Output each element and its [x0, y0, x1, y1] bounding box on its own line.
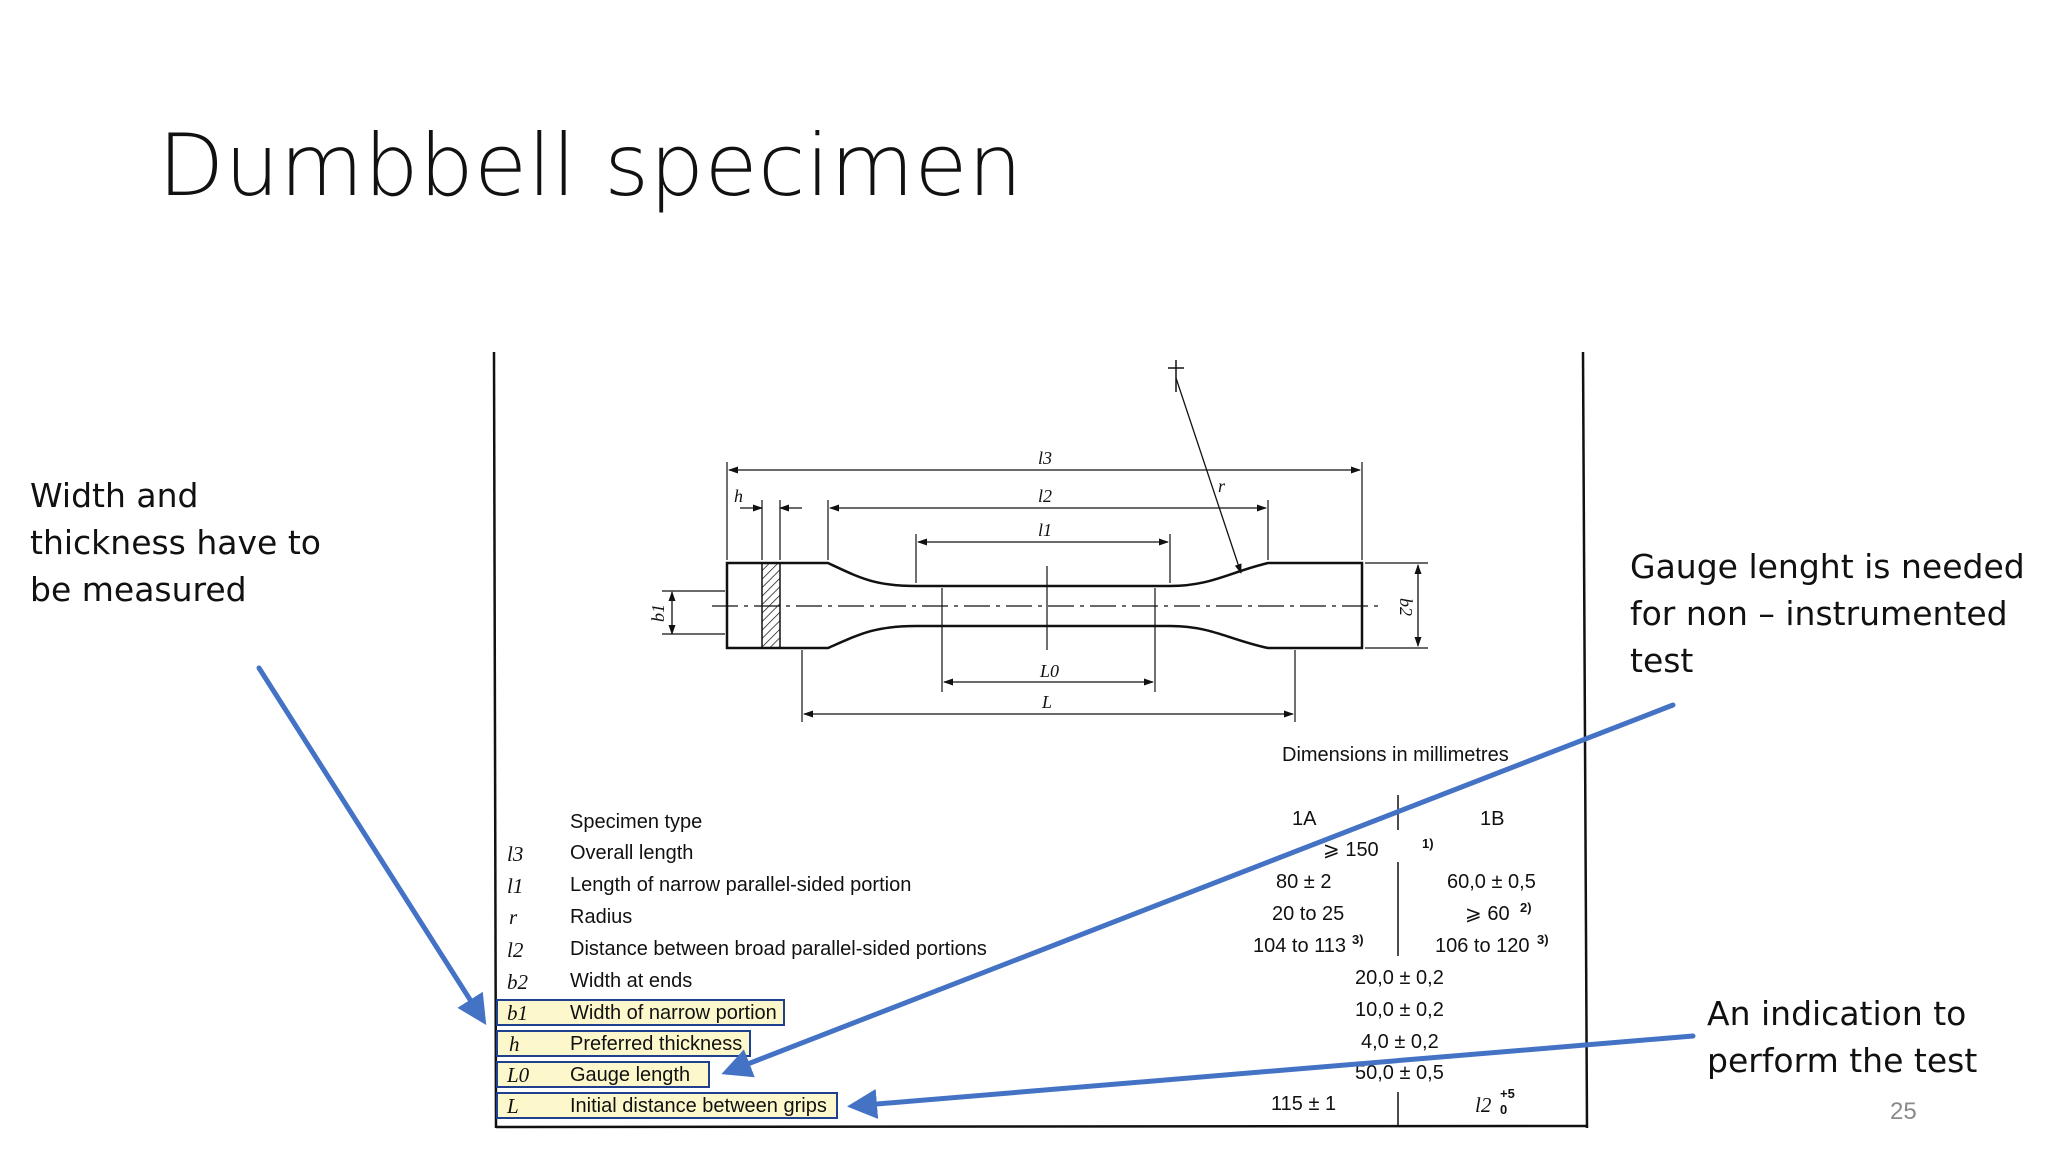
- callout-gauge-length: Gauge lenght is needed for non – instrum…: [1630, 543, 2025, 684]
- dimension-labels: l3 l2 l1 h r L0 L b1 b2: [648, 448, 1416, 712]
- arrow-to-gauge-row: [721, 702, 1676, 1078]
- callout-line: test: [1630, 641, 1694, 680]
- symbol-L0: L0: [506, 1063, 530, 1087]
- value-span: 4,0 ± 0,2: [1361, 1031, 1439, 1053]
- footnote: 3): [1352, 932, 1364, 947]
- header-1a: 1A: [1292, 808, 1317, 830]
- symbol-h: h: [509, 1032, 520, 1056]
- callout-line: Width and: [30, 476, 199, 515]
- table-row: h Preferred thickness 4,0 ± 0,2: [509, 1031, 1439, 1056]
- table-row: l2 Distance between broad parallel-sided…: [507, 932, 1549, 962]
- symbol-l1: l1: [507, 874, 523, 898]
- value-span: 50,0 ± 0,5: [1355, 1062, 1444, 1084]
- callout-line: for non – instrumented: [1630, 594, 2008, 633]
- footnote: 3): [1537, 932, 1549, 947]
- symbol-r: r: [509, 905, 518, 929]
- value-span: ⩾ 150: [1323, 839, 1379, 861]
- slide-title: Dumbbell specimen: [158, 116, 1023, 216]
- callout-indication: An indication to perform the test: [1707, 990, 1977, 1084]
- table-row: b1 Width of narrow portion 10,0 ± 0,2: [507, 999, 1444, 1025]
- row-label: Distance between broad parallel-sided po…: [570, 938, 987, 960]
- symbol-l3: l3: [507, 842, 523, 866]
- dim-label-L0: L0: [1039, 661, 1059, 681]
- symbol-l2: l2: [507, 938, 524, 962]
- dim-label-b1: b1: [648, 604, 668, 622]
- symbol-b2: b2: [507, 970, 529, 994]
- table-row: L Initial distance between grips 115 ± 1…: [506, 1086, 1515, 1118]
- table-row: l3 Overall length ⩾ 150 1): [507, 836, 1434, 866]
- value-1b: l2: [1475, 1093, 1492, 1117]
- value-1a: 80 ± 2: [1276, 871, 1331, 893]
- callout-line: perform the test: [1707, 1041, 1978, 1080]
- value-1b: 106 to 120: [1435, 935, 1530, 957]
- dimension-table: Specimen type 1A 1B l3 Overall length ⩾ …: [506, 808, 1549, 1118]
- value-span: 20,0 ± 0,2: [1355, 967, 1444, 989]
- dim-label-l1: l1: [1038, 520, 1052, 540]
- specimen-outline: [725, 561, 1364, 650]
- callout-line: An indication to: [1707, 994, 1967, 1033]
- footnote: 2): [1520, 900, 1532, 915]
- value-1a: 104 to 113: [1253, 935, 1346, 957]
- highlight-boxes: [496, 999, 838, 1119]
- row-label: Radius: [570, 906, 632, 928]
- callout-line: thickness have to: [30, 523, 321, 562]
- dim-label-b2: b2: [1396, 598, 1416, 616]
- callout-line: Gauge lenght is needed: [1630, 547, 2025, 586]
- row-label: Width at ends: [570, 970, 692, 992]
- table-row: L0 Gauge length 50,0 ± 0,5: [506, 1062, 1444, 1087]
- highlight-initial-distance: [496, 1092, 838, 1119]
- header-specimen-type: Specimen type: [570, 811, 702, 833]
- table-row: l1 Length of narrow parallel-sided porti…: [507, 871, 1536, 898]
- dim-label-L: L: [1041, 692, 1052, 712]
- dim-label-l2: l2: [1038, 486, 1052, 506]
- value-1a: 20 to 25: [1272, 903, 1344, 925]
- dim-label-h: h: [734, 486, 743, 506]
- header-1b: 1B: [1480, 808, 1504, 830]
- table-row: r Radius 20 to 25 ⩾ 60 2): [509, 900, 1532, 929]
- highlight-width-narrow-portion: [496, 999, 785, 1026]
- row-label: Gauge length: [570, 1064, 690, 1086]
- row-label: Width of narrow portion: [570, 1002, 777, 1024]
- page-number: 25: [1890, 1098, 1917, 1125]
- annotation-arrows: [256, 665, 1696, 1119]
- tolerance-upper: +5: [1500, 1086, 1515, 1101]
- dim-label-l3: l3: [1038, 448, 1052, 468]
- units-note: Dimensions in millimetres: [1282, 744, 1509, 766]
- value-1a: 115 ± 1: [1271, 1093, 1336, 1115]
- row-label: Preferred thickness: [570, 1033, 742, 1055]
- arrow-to-grips-row: [847, 1033, 1696, 1119]
- row-label: Overall length: [570, 842, 693, 864]
- table-row: b2 Width at ends 20,0 ± 0,2: [507, 967, 1444, 994]
- tolerance-lower: 0: [1500, 1102, 1507, 1117]
- callout-line: be measured: [30, 570, 247, 609]
- row-label: Length of narrow parallel-sided portion: [570, 874, 911, 896]
- highlight-preferred-thickness: [496, 1030, 751, 1057]
- dim-label-r: r: [1218, 476, 1226, 496]
- symbol-b1: b1: [507, 1001, 528, 1025]
- value-1b: 60,0 ± 0,5: [1447, 871, 1536, 893]
- value-span: 10,0 ± 0,2: [1355, 999, 1444, 1021]
- specimen-drawing: [662, 360, 1428, 722]
- row-label: Initial distance between grips: [570, 1095, 827, 1117]
- symbol-L: L: [506, 1094, 519, 1118]
- value-1b: ⩾ 60: [1465, 903, 1510, 925]
- arrow-to-width-row: [256, 665, 487, 1026]
- highlight-gauge-length: [496, 1061, 710, 1088]
- footnote: 1): [1422, 836, 1434, 851]
- callout-width-thickness: Width and thickness have to be measured: [30, 472, 321, 613]
